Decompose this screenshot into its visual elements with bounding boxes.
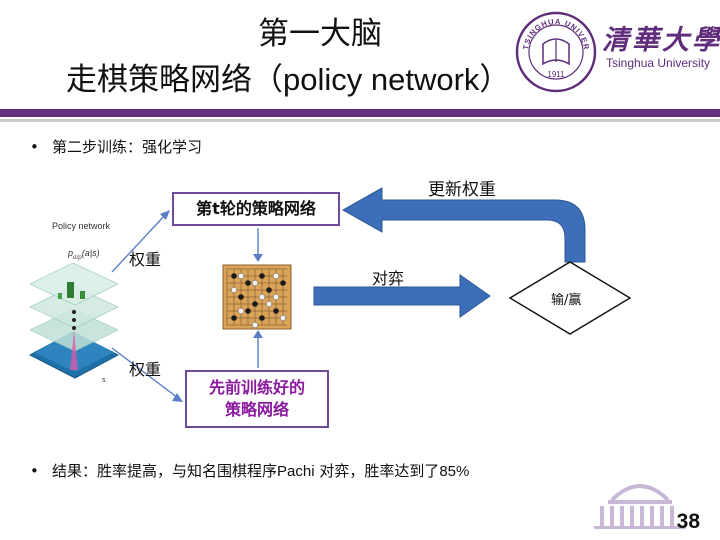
seal-year: 1911 xyxy=(547,70,565,79)
result-rate: 85% xyxy=(439,463,470,480)
university-name-cn: 清華大學 xyxy=(602,25,720,56)
auditorium-graphic xyxy=(594,484,686,529)
slide-title-line1: 第一大脑 xyxy=(258,16,382,52)
play-arrow xyxy=(313,274,491,318)
title-divider-shadow xyxy=(0,119,720,122)
pretrained-box-line1: 先前训练好的 xyxy=(208,378,305,397)
slide-title-line2: 走棋策略网络（policy network） xyxy=(66,60,510,100)
bullet-step: • 第二步训练：强化学习 xyxy=(30,136,202,157)
update-weights-arrow xyxy=(341,187,586,263)
result-suffix: 对弈，胜率达到了 xyxy=(314,462,440,480)
update-weights-label: 更新权重 xyxy=(428,180,496,200)
outcome-diamond xyxy=(508,261,632,335)
figure-title: Policy network xyxy=(52,221,111,231)
weight-label-top: 权重 xyxy=(129,250,162,269)
formula-p: p xyxy=(67,248,73,258)
bullet-dot: • xyxy=(30,138,39,156)
title-divider xyxy=(0,109,720,117)
current-policy-network-box: 第t轮的策略网络 xyxy=(172,192,340,226)
play-label: 对弈 xyxy=(372,269,405,288)
title-en-part: policy network xyxy=(283,62,480,97)
title-close-paren: ） xyxy=(479,62,511,98)
figure-axis-s: s xyxy=(102,377,106,384)
go-board xyxy=(222,264,292,330)
figure-formula: pσ/ρ(a|s) xyxy=(67,248,100,261)
bullet-result: • 结果：胜率提高，与知名围棋程序Pachi 对弈，胜率达到了85% xyxy=(30,460,469,481)
pretrained-policy-network-box: 先前训练好的 策略网络 xyxy=(185,370,329,428)
result-program: Pachi xyxy=(277,463,315,480)
outcome-label: 输/赢 xyxy=(551,293,582,308)
title-cn-part: 走棋策略网络（ xyxy=(66,62,283,98)
bullet-dot: • xyxy=(30,462,39,480)
weight-label-bottom: 权重 xyxy=(129,360,162,379)
formula-sub: σ/ρ xyxy=(73,255,82,261)
university-seal: TSINGHUA UNIVERSITY 1911 xyxy=(514,10,597,93)
pretrained-box-line2: 策略网络 xyxy=(224,400,289,419)
result-prefix: 结果：胜率提高，与知名围棋程序 xyxy=(52,462,278,480)
bullet-step-text: 第二步训练：强化学习 xyxy=(52,138,203,156)
university-logo: TSINGHUA UNIVERSITY 1911 清華大學 Tsinghua U… xyxy=(512,4,720,100)
formula-args: (a|s) xyxy=(82,248,100,258)
university-name-en: Tsinghua University xyxy=(606,56,711,70)
policy-network-figure: Policy network pσ/ρ(a|s) s xyxy=(28,221,120,384)
page-number: 38 xyxy=(676,510,700,533)
